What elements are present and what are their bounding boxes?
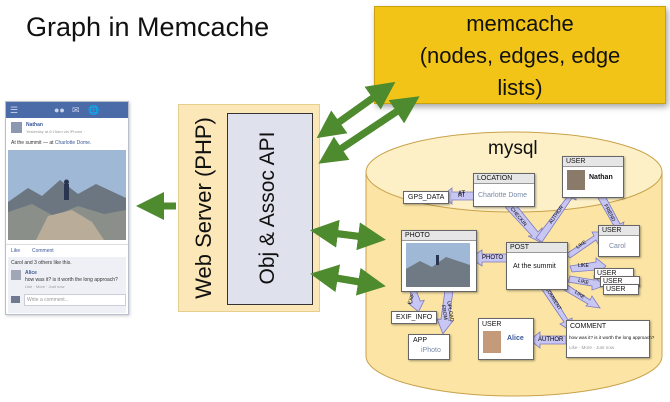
node-user-carol-value: Carol [609,243,626,250]
edge-like-3 [563,283,601,309]
arrow-memcache-to-api-1 [316,87,387,139]
node-comment: COMMENT how was it? is it worth the long… [566,320,654,358]
node-post: POST At the summit [506,242,568,290]
node-comment-meta: Like · More · Just now [569,345,615,350]
node-user-carol-header: USER [599,226,639,236]
memcache-sublabel-2: lists) [497,75,543,100]
edge-label-photo: PHOTO [482,255,504,261]
write-comment-input[interactable]: Write a comment... [24,294,126,306]
node-user-nathan-header: USER [563,157,623,167]
node-comment-header: COMMENT [570,323,607,330]
notifications-icon[interactable]: 🌐 [88,105,100,115]
edge-label-at: AT [458,191,466,197]
node-app-value: iPhoto [421,347,441,354]
node-location: LOCATION Charlotte Dome [473,173,535,207]
memcache-box: memcache (nodes, edges, edge lists) [374,6,666,104]
node-app: APP iPhoto [408,334,450,360]
edge-like-2 [567,275,605,291]
arrow-mysql-to-api-1 [310,219,373,248]
post-place-link[interactable]: Charlotte Dome. [54,140,92,146]
menu-icon[interactable]: ☰ [10,105,19,115]
phone-top-bar: ☰ ●● ✉ 🌐 [6,102,128,118]
node-user-nathan: USER Nathan [562,156,624,198]
node-user-alice: USER Alice [478,318,534,360]
comment-meta: Like · More · Just now [25,284,65,289]
arrow-mysql-to-api-2 [310,264,373,293]
node-post-value: At the summit [513,263,556,270]
edge-label-author-comment: AUTHOR [538,337,564,343]
likes-summary[interactable]: Carol and 3 others like this. [11,260,72,266]
edge-upload-from [436,289,454,335]
node-photo: PHOTO [401,230,477,292]
post-meta: Yesterday at 6:15am via iPhone · [26,129,85,134]
node-user-nathan-name: Nathan [589,174,613,181]
node-post-header: POST [507,243,567,253]
node-photo-thumb [406,243,470,287]
edge-label-like-1: LIKE [578,263,589,269]
node-comment-text: how was it? is it worth the long approac… [569,335,655,340]
node-user-alice-header: USER [482,321,502,328]
node-location-header: LOCATION [474,174,534,184]
node-location-value: Charlotte Dome [478,192,528,199]
obj-assoc-api-box: Obj & Assoc API [227,113,313,305]
avatar[interactable] [11,122,22,133]
node-app-header: APP [413,337,428,344]
edge-author-comment [529,331,567,349]
arrow-memcache-to-api-2 [318,101,410,164]
commenter-avatar[interactable] [11,270,21,280]
mysql-label: mysql [488,138,538,159]
post-photo[interactable] [8,150,126,240]
messages-icon[interactable]: ✉ [72,105,80,115]
alice-photo [483,331,501,353]
node-photo-header: PHOTO [402,231,476,241]
slide-title: Graph in Memcache [26,12,270,42]
edge-label-at: AT [458,193,466,199]
node-gps-data: GPS_DATA [403,191,450,204]
node-user-alice-name: Alice [507,335,524,342]
facebook-mobile-post: ☰ ●● ✉ 🌐 Nathan Yesterday at 6:15am via … [5,101,129,315]
node-user-stack-3: USER [603,284,639,295]
like-link[interactable]: Like [11,248,21,254]
comment-link[interactable]: Comment [32,248,54,254]
friends-icon[interactable]: ●● [54,105,65,115]
post-status-prefix: At the summit — at [11,140,55,146]
node-exif-info: EXIF_INFO [391,311,438,324]
web-server-box: Web Server (PHP) Obj & Assoc API [178,104,320,312]
memcache-label: memcache [466,11,574,36]
commenter-name[interactable]: Alice [25,270,37,276]
node-user-carol: USER Carol [598,225,640,257]
post-author[interactable]: Nathan [26,122,43,128]
camera-icon[interactable] [11,296,20,303]
memcache-sublabel-1: (nodes, edges, edge [419,43,621,68]
comment-text: how was it? is it worth the long approac… [25,277,118,283]
post-status: At the summit — at Charlotte Dome. [11,140,91,146]
nathan-photo [567,170,585,190]
